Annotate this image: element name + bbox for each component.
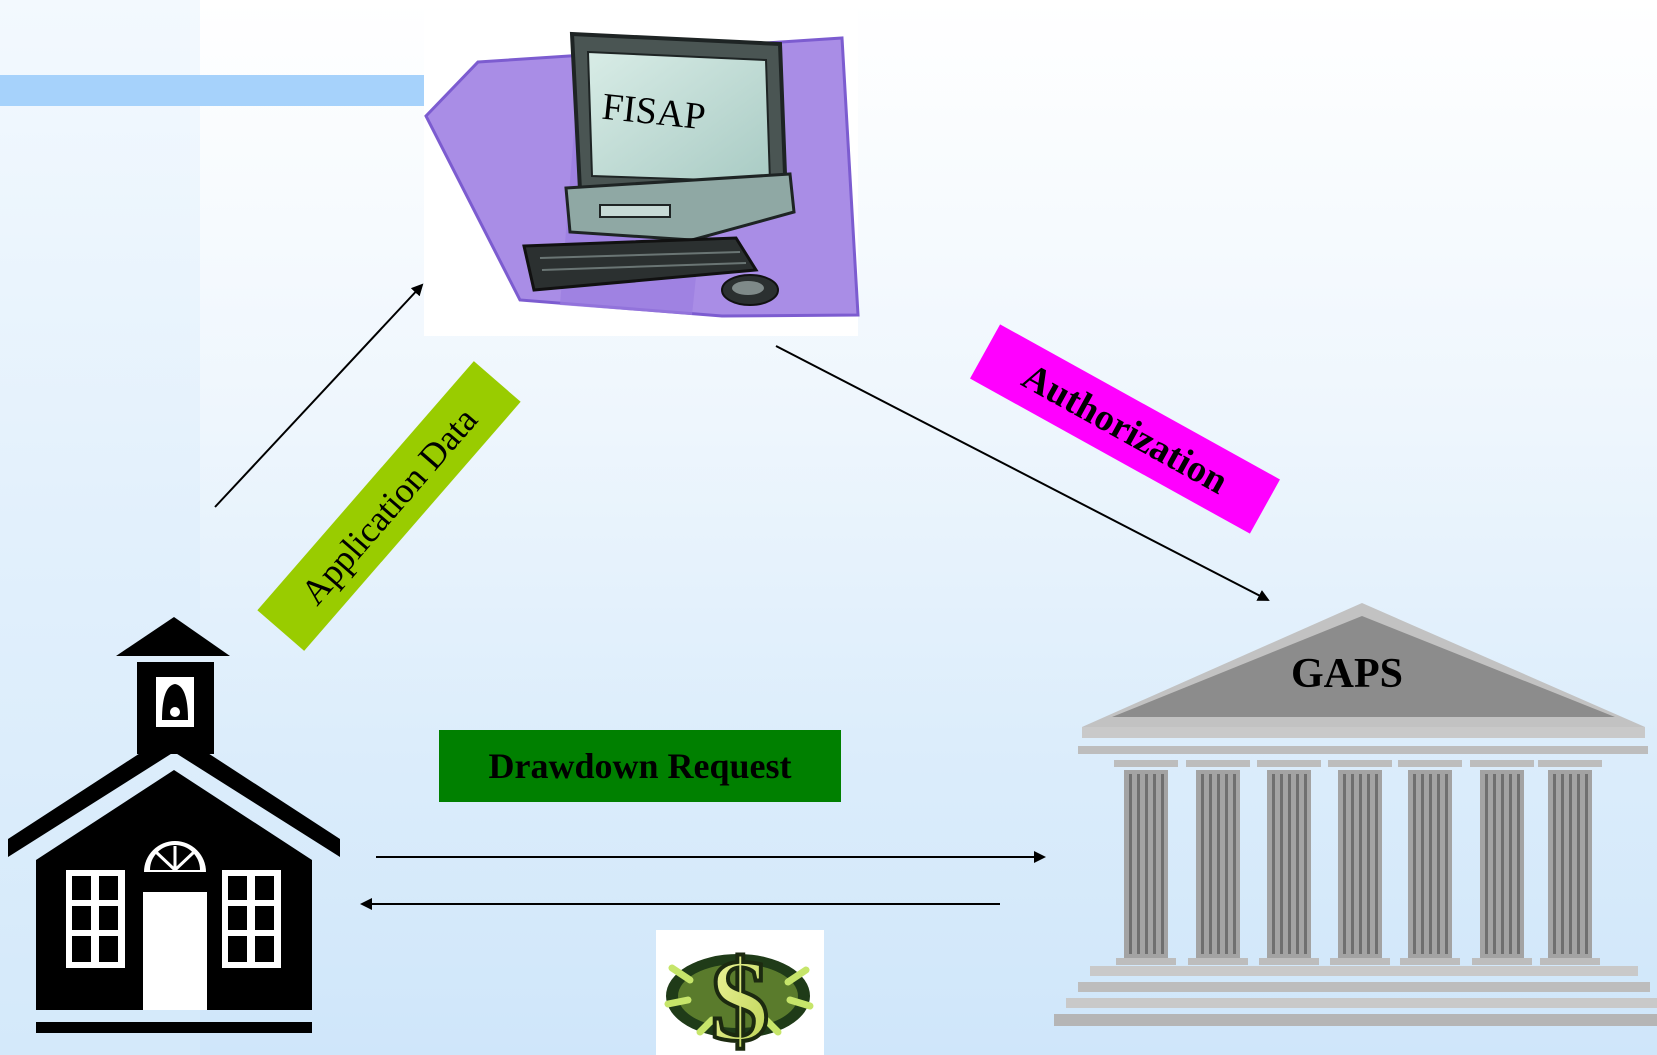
- schoolhouse-icon: [8, 617, 340, 1033]
- arrow-fisap-to-gaps: [775, 345, 1270, 601]
- drawdown-request-label: Drawdown Request: [439, 730, 841, 802]
- svg-text:$: $: [711, 935, 770, 1055]
- bank-building-icon: [1054, 603, 1657, 1026]
- gaps-label: GAPS: [1291, 651, 1404, 697]
- title-bar: [0, 75, 424, 106]
- arrow-school-to-fisap: [214, 283, 424, 508]
- dollar-sign-icon: $: [656, 930, 824, 1055]
- computer-icon: [424, 10, 860, 336]
